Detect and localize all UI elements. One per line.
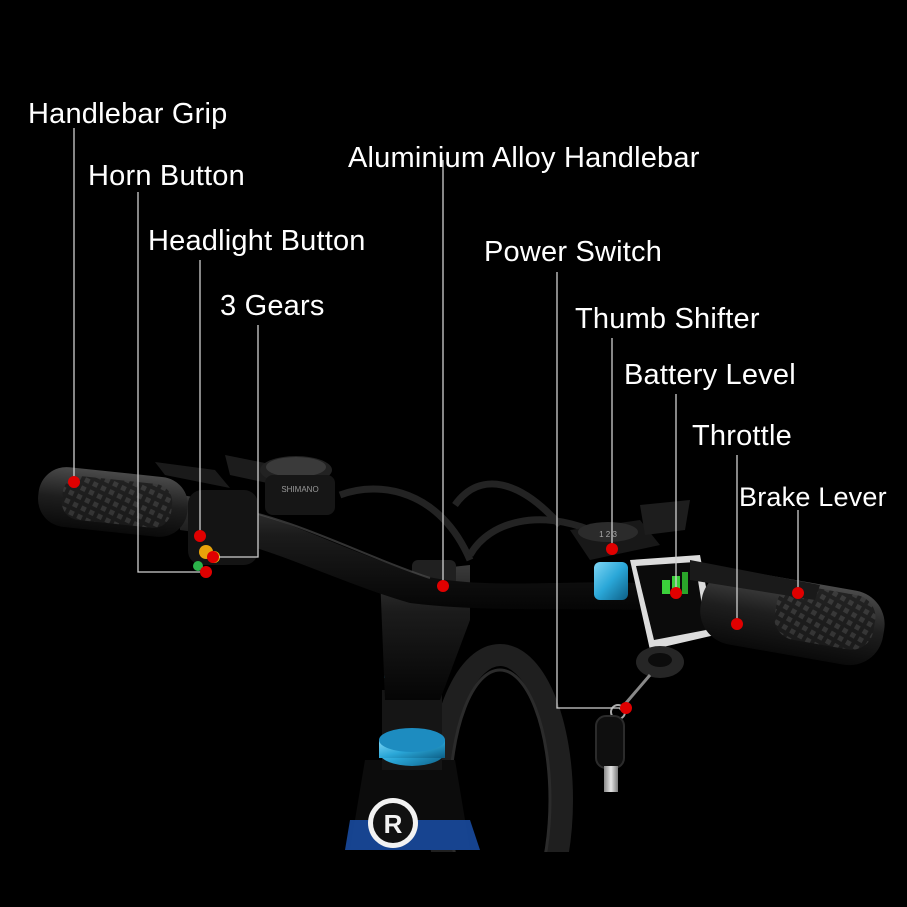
label-headlight-button: Headlight Button xyxy=(148,225,366,257)
marker-power-switch xyxy=(620,702,632,714)
label-brake-lever: Brake Lever xyxy=(739,482,887,512)
label-throttle: Throttle xyxy=(692,420,792,452)
svg-text:SHIMANO: SHIMANO xyxy=(281,485,318,494)
marker-battery-level xyxy=(670,587,682,599)
left-controls: SHIMANO xyxy=(155,455,335,571)
label-handlebar-grip: Handlebar Grip xyxy=(28,98,228,130)
ignition-key xyxy=(595,646,684,792)
marker-throttle xyxy=(731,618,743,630)
label-power-switch: Power Switch xyxy=(484,236,663,268)
marker-brake-lever xyxy=(792,587,804,599)
leader-lines xyxy=(73,128,799,709)
left-grip xyxy=(38,467,188,537)
marker-horn-button xyxy=(200,566,212,578)
label-gears: 3 Gears xyxy=(220,290,325,322)
label-thumb-shifter: Thumb Shifter xyxy=(575,303,760,335)
marker-thumb-shifter xyxy=(606,543,618,555)
label-aluminium-alloy-handlebar: Aluminium Alloy Handlebar xyxy=(348,142,700,174)
marker-handlebar-grip xyxy=(68,476,80,488)
bottom-border xyxy=(0,852,907,907)
label-horn-button: Horn Button xyxy=(88,160,245,192)
marker-dots xyxy=(68,476,804,714)
svg-text:1 2 3: 1 2 3 xyxy=(599,530,617,539)
marker-handlebar xyxy=(437,580,449,592)
marker-gears xyxy=(207,551,219,563)
right-brake-lever xyxy=(690,560,820,600)
brake-cables xyxy=(338,480,592,562)
marker-headlight-button xyxy=(194,530,206,542)
frame-head-tube: R xyxy=(345,760,480,850)
label-battery-level: Battery Level xyxy=(624,359,796,391)
svg-text:R: R xyxy=(384,809,403,839)
right-grip xyxy=(700,569,885,666)
